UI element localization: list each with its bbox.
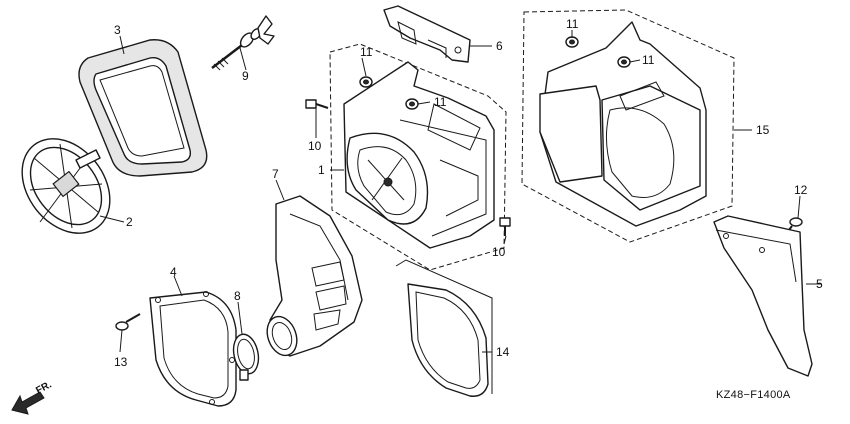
part-4-gasket[interactable] bbox=[149, 291, 237, 407]
callout-8: 8 bbox=[234, 289, 241, 303]
callout-1: 1 bbox=[318, 163, 325, 177]
part-14-case-gasket[interactable] bbox=[395, 259, 493, 397]
callout-7: 7 bbox=[272, 167, 279, 181]
leader-lines bbox=[99, 30, 822, 353]
callout-labels: 3 2 4 5 6 7 8 9 10 10 11 11 11 11 12 13 … bbox=[114, 17, 823, 369]
part-1-air-cleaner-case[interactable] bbox=[329, 43, 507, 271]
part-9-wing-bolt[interactable] bbox=[211, 15, 275, 71]
callout-5: 5 bbox=[816, 277, 823, 291]
direction-label: FR. bbox=[34, 379, 54, 396]
part-8-hose-clamp[interactable] bbox=[230, 332, 262, 381]
callout-3: 3 bbox=[114, 23, 121, 37]
grommet-11-c[interactable] bbox=[565, 36, 579, 48]
callout-9: 9 bbox=[242, 69, 249, 83]
screw-10-b[interactable] bbox=[499, 217, 511, 236]
screw-10-a[interactable] bbox=[305, 99, 329, 109]
callout-6: 6 bbox=[496, 39, 503, 53]
callout-11-d: 11 bbox=[642, 53, 655, 67]
part-2-filter-cage[interactable] bbox=[4, 122, 128, 251]
callout-10-a: 10 bbox=[308, 139, 322, 153]
callout-14: 14 bbox=[496, 345, 510, 359]
part-15-air-box-assembly[interactable] bbox=[521, 9, 735, 243]
callout-11-a: 11 bbox=[360, 45, 373, 59]
arrow-icon bbox=[11, 391, 45, 415]
callout-15: 15 bbox=[756, 123, 770, 137]
callout-11-b: 11 bbox=[434, 95, 447, 109]
callout-11-c: 11 bbox=[566, 17, 579, 31]
front-direction-arrow: FR. bbox=[11, 379, 54, 415]
grommet-11-a[interactable] bbox=[359, 76, 373, 88]
callout-12: 12 bbox=[794, 183, 808, 197]
grommet-11-b[interactable] bbox=[405, 98, 419, 110]
part-13-screw[interactable] bbox=[115, 313, 141, 331]
part-5-mud-guard[interactable] bbox=[713, 215, 813, 377]
callout-4: 4 bbox=[170, 265, 177, 279]
callout-2: 2 bbox=[126, 215, 133, 229]
diagram-code: KZ48−F1400A bbox=[716, 389, 791, 401]
part-6-bracket[interactable] bbox=[383, 5, 471, 63]
grommet-11-d[interactable] bbox=[617, 56, 631, 68]
callout-13: 13 bbox=[114, 355, 128, 369]
callout-10-b: 10 bbox=[492, 245, 506, 259]
part-7-intake-duct[interactable] bbox=[262, 195, 363, 360]
part-3-filter-element[interactable] bbox=[78, 39, 208, 177]
